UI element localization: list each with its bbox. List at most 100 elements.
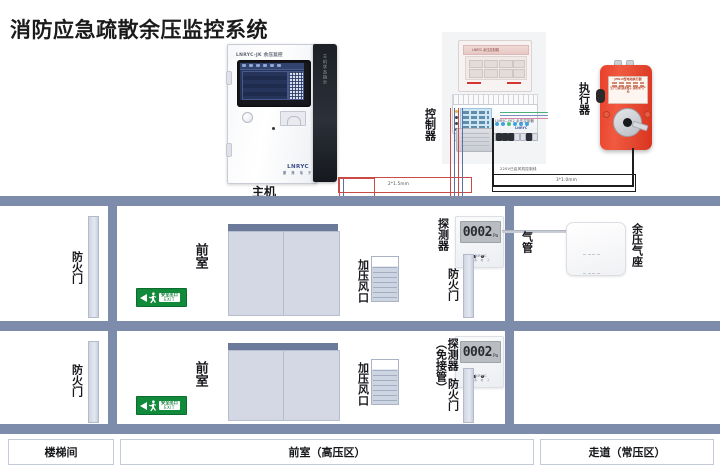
actuator-plate-line2 [612, 85, 644, 88]
fire-door-left-f2[interactable] [88, 216, 99, 318]
elevator-door-left-f2[interactable] [228, 231, 285, 316]
wire-host-red-h [339, 178, 375, 180]
host-hinge-bottom [226, 143, 232, 157]
detector-label-f1: 探测器 （免接管） [434, 338, 460, 393]
controller-leds [495, 111, 531, 130]
wire-power-to-actuator [632, 148, 634, 186]
pressure-vent-f2 [371, 256, 399, 302]
actuator-device[interactable]: JHS-II型电动执行器 生产日期 朗弗电子 消防电气产品 [596, 60, 652, 150]
fire-door-right-f2[interactable] [463, 254, 474, 318]
wall-stair-f1 [108, 331, 117, 424]
zone-label-vestibule: 前室（高压区） [120, 439, 534, 465]
wall-corridor-f2 [505, 206, 514, 321]
detector-unit-f1: Pa [493, 354, 499, 359]
pressure-vent-label-f2: 加压风口 [356, 259, 370, 303]
host-body: LNRYC-JK 余压监控 LNRYC 朗 弗 电 子 [226, 44, 317, 184]
exit-sign-f2: 安全出口 EXIT [136, 288, 187, 307]
host-hinge-top [226, 71, 232, 85]
exit-text-en-f1: EXIT [163, 404, 175, 410]
host-label: 主机 [252, 185, 277, 199]
host-screen[interactable] [240, 63, 304, 100]
exit-arrow-icon-f2 [140, 293, 147, 302]
detector-value-f1: 0002 [462, 344, 493, 360]
detector-lcd-f2: 0002 Pa [460, 221, 501, 243]
host-brand-text: LNRYC [287, 164, 309, 170]
actuator-screw-right [644, 111, 651, 118]
detector-value-f2: 0002 [462, 224, 493, 240]
fire-door-left-label-f2: 防火门 [70, 251, 84, 284]
wire-blue [500, 115, 548, 116]
wire-ctrl-red-b [458, 108, 459, 196]
wire-power-vertical [492, 118, 494, 186]
controller-lcd [460, 108, 492, 130]
controller-label: 控制器 [423, 108, 437, 141]
host-cabinet[interactable]: LNRYC-JK 余压监控 LNRYC 朗 弗 电 子 主机状态指示 [226, 44, 337, 184]
host-brand-top: LNRYC-JK 余压监控 [236, 53, 283, 58]
pressure-seat-vents-f2 [583, 243, 601, 281]
signal-cable-label: 2*1.5mm [388, 181, 409, 186]
wire-ctrl-red-a [450, 108, 451, 196]
vestibule-label-f2: 前室 [192, 243, 208, 269]
slab-ground [0, 424, 720, 434]
power-cable-label: 3*1.0mm [556, 177, 577, 182]
controller-assembly[interactable]: LNRYC 余压控制箱 LNRYC-YK2 余压控制器 LNRYC [442, 32, 546, 164]
fire-door-left-label-f1: 防火门 [70, 364, 84, 397]
elevator-door-right-f1[interactable] [283, 350, 340, 421]
elevator-door-right-f2[interactable] [283, 231, 340, 316]
pressure-vent-f1 [371, 359, 399, 405]
exit-arrow-icon-f1 [140, 401, 147, 410]
pressure-seat-f2 [566, 222, 626, 276]
actuator-plate-line3: 生产日期 朗弗电子 消防电气产品 [610, 87, 646, 94]
host-door-handle[interactable] [280, 111, 306, 126]
fire-door-right-f1[interactable] [463, 368, 474, 423]
fire-door-left-f1[interactable] [88, 341, 99, 423]
host-side-text: 主机状态指示 [322, 54, 328, 86]
wall-stair-f2 [108, 206, 117, 321]
wall-corridor-f1 [505, 331, 514, 424]
host-screen-matrix [288, 71, 304, 100]
elevator-header-f1 [228, 343, 338, 350]
actuator-side-port [596, 89, 605, 103]
host-screen-table [242, 71, 288, 100]
wire-pink [500, 118, 548, 119]
actuator-label: 执行器 [577, 82, 591, 115]
wire-power-horizontal [492, 185, 634, 187]
host-brand-bottom: LNRYC 朗 弗 电 子 [283, 164, 313, 175]
exit-sign-f1: 安全出口 EXIT [136, 396, 187, 415]
controller-red-strip-right [507, 82, 521, 84]
pressure-seat-label-f2: 余压气座 [630, 223, 644, 267]
controller-upper-panel: LNRYC 余压控制箱 [458, 40, 532, 92]
controller-model-text: LNRYC-YK2 余压控制器 [495, 119, 535, 123]
detector-label-f2: 探测器 [436, 218, 450, 251]
actuator-nameplate: JHS-II型电动执行器 生产日期 朗弗电子 消防电气产品 [608, 76, 648, 104]
fire-door-right-label-f2: 防火门 [446, 268, 460, 301]
actuator-plate-line1 [612, 82, 644, 85]
wire-green [500, 112, 548, 113]
exit-text-cn-f1: 安全出口 [161, 400, 178, 406]
elevator-f1[interactable] [228, 343, 340, 421]
actuator-plate-title: JHS-II型电动执行器 [614, 77, 642, 81]
exit-text-cn-f2: 安全出口 [161, 292, 178, 298]
controller-button-pad[interactable] [465, 56, 527, 80]
signal-cable-box [338, 177, 472, 193]
elevator-door-left-f1[interactable] [228, 350, 285, 421]
air-pipe-label-f2: 气管 [520, 231, 534, 253]
controller-brand-text: LNRYC [515, 126, 528, 130]
elevator-header-f2 [228, 224, 338, 231]
slab-roof [0, 196, 720, 206]
vestibule-label-f1: 前室 [192, 361, 208, 387]
air-pipe-f2 [502, 230, 570, 233]
elevator-f2[interactable] [228, 224, 340, 316]
host-indicator-knob[interactable] [242, 112, 253, 123]
wire-bus-down [374, 178, 375, 196]
controller-title-strip: LNRYC 余压控制箱 [463, 45, 529, 55]
detector-unit-f2: Pa [493, 234, 499, 239]
power-note-label: 220V已启风机控制线 [500, 167, 537, 171]
wire-ctrl-blue-a [454, 108, 455, 196]
host-screen-frame [237, 60, 311, 107]
running-person-icon-f1 [149, 399, 157, 411]
host-screen-toolbar [240, 63, 304, 70]
